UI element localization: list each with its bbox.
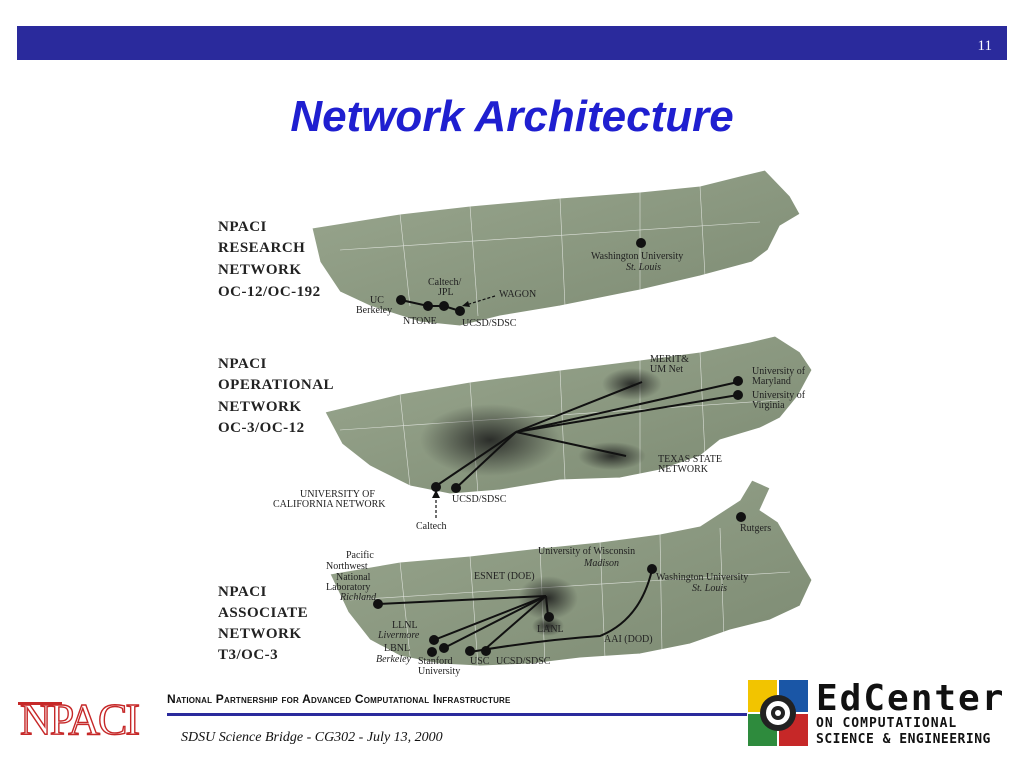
node-usc: [465, 646, 475, 656]
label-ucb-1: UC: [370, 295, 384, 306]
label-pnnl-4: Laboratory: [326, 582, 370, 593]
associate-label-2: ASSOCIATE: [218, 605, 308, 621]
label-pnnl-3: National: [336, 572, 371, 583]
label-rutgers: Rutgers: [740, 523, 771, 534]
label-ntone: NTONE: [403, 316, 437, 327]
associate-label-4: T3/OC-3: [218, 647, 278, 663]
edcenter-emblem-icon: [748, 680, 808, 746]
label-uva-1: University of: [752, 390, 806, 401]
research-label-3: NETWORK: [218, 262, 302, 278]
label-uva-2: Virginia: [752, 400, 785, 411]
label-pnnl-city: Richland: [339, 592, 377, 603]
label-texas-2: NETWORK: [658, 464, 709, 475]
label-ucsd-associate: UCSD/SDSC: [496, 656, 551, 667]
node-ucsd-operational: [451, 483, 461, 493]
label-merit-2: UM Net: [650, 364, 683, 375]
top-bar: [17, 26, 1007, 60]
node-umd: [733, 376, 743, 386]
research-label-2: RESEARCH: [218, 240, 305, 256]
label-ucsd-research: UCSD/SDSC: [462, 318, 517, 329]
label-texas-1: TEXAS STATE: [658, 454, 722, 465]
label-ucnet-2: CALIFORNIA NETWORK: [273, 499, 386, 510]
label-llnl-city: Livermore: [377, 630, 420, 641]
footer-subtitle: SDSU Science Bridge - CG302 - July 13, 2…: [181, 730, 443, 745]
node-lanl: [544, 612, 554, 622]
label-lbnl-city: Berkeley: [376, 654, 412, 665]
node-ucnet: [431, 482, 441, 492]
operational-map-shape: [324, 335, 813, 495]
label-lbnl: LBNL: [384, 643, 410, 654]
slide-title: Network Architecture: [290, 92, 734, 141]
operational-label-4: OC-3/OC-12: [218, 420, 305, 436]
edcenter-subtitle-2: SCIENCE & ENGINEERING: [816, 732, 991, 747]
label-aai: AAI (DOD): [604, 634, 653, 645]
node-uva: [733, 390, 743, 400]
label-umd-1: University of: [752, 366, 806, 377]
associate-map: [329, 479, 813, 667]
operational-label-1: NPACI: [218, 356, 267, 372]
npaci-logo-text: NPACI: [20, 695, 139, 740]
node-pnnl: [373, 599, 383, 609]
slide-number: 11: [977, 38, 992, 54]
label-ucsd-operational: UCSD/SDSC: [452, 494, 507, 505]
label-merit-1: MERIT&: [650, 354, 689, 365]
node-llnl: [429, 635, 439, 645]
label-uw: University of Wisconsin: [538, 546, 635, 557]
label-uw-city: Madison: [583, 558, 619, 569]
label-caltech-operational: Caltech: [416, 521, 447, 532]
operational-label-2: OPERATIONAL: [218, 377, 334, 393]
operational-map: [324, 335, 813, 518]
label-caltech-2: JPL: [438, 287, 454, 298]
footer-organization: National Partnership for Advanced Comput…: [167, 692, 511, 706]
label-washu-associate: Washington University: [656, 572, 748, 583]
node-rutgers: [736, 512, 746, 522]
research-map: [311, 169, 801, 327]
node-stanford: [427, 647, 437, 657]
npaci-logo: NPACI: [18, 694, 142, 740]
edcenter-subtitle-1: ON COMPUTATIONAL: [816, 716, 958, 731]
research-label-1: NPACI: [218, 219, 267, 235]
label-caltech-1: Caltech/: [428, 277, 462, 288]
label-ucb-2: Berkeley: [356, 305, 392, 316]
operational-label-3: NETWORK: [218, 399, 302, 415]
associate-label-3: NETWORK: [218, 626, 302, 642]
edcenter-title: EdCenter: [816, 678, 1006, 719]
associate-label-1: NPACI: [218, 584, 267, 600]
label-pnnl-1: Pacific: [346, 550, 374, 561]
label-stanford-1: Stanford: [418, 656, 452, 667]
node-ucsd-associate: [481, 646, 491, 656]
node-lbnl: [439, 643, 449, 653]
label-pnnl-2: Northwest: [326, 561, 368, 572]
label-washu-research: Washington University: [591, 251, 683, 262]
label-washu-city-associate: St. Louis: [692, 583, 727, 594]
label-stanford-2: University: [418, 666, 460, 677]
label-llnl: LLNL: [392, 620, 418, 631]
footer-divider: [167, 713, 747, 716]
node-washu-associate: [647, 564, 657, 574]
label-wagon: WAGON: [499, 289, 536, 300]
label-ucnet-1: UNIVERSITY OF: [300, 489, 375, 500]
label-umd-2: Maryland: [752, 376, 791, 387]
research-map-shape: [311, 169, 801, 327]
label-esnet: ESNET (DOE): [474, 571, 535, 582]
associate-map-shape: [329, 479, 813, 667]
label-usc: USC: [470, 656, 490, 667]
label-lanl: LANL: [537, 624, 564, 635]
label-washu-city-research: St. Louis: [626, 262, 661, 273]
node-washu-research: [636, 238, 646, 248]
research-label-4: OC-12/OC-192: [218, 284, 321, 300]
